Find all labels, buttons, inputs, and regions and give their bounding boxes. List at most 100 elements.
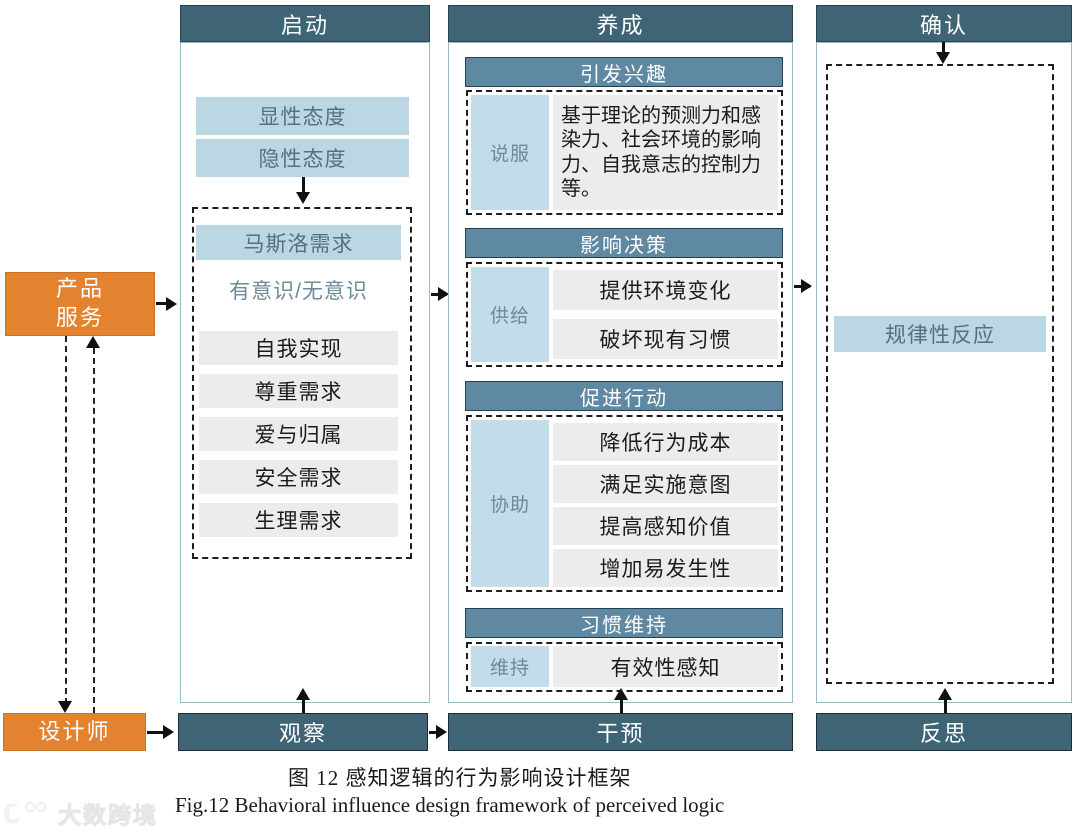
need-item-safety: 安全需求	[199, 460, 398, 494]
attitude-implicit-label: 隐性态度	[258, 148, 347, 171]
section-item-effectiveness-perception: 有效性感知	[553, 646, 778, 687]
section-item-provide-env-change: 提供环境变化	[553, 270, 778, 310]
arrow-fansi-to-queren-head	[938, 688, 952, 700]
need-item-label: 生理需求	[254, 510, 343, 533]
section-label-text: 维持	[489, 658, 530, 679]
column-header-queren: 确认	[816, 5, 1072, 42]
bottom-bar-ganyu-label: 干预	[596, 721, 645, 746]
arrow-ganyu-to-yangcheng-line	[620, 697, 623, 713]
arrow-ganyu-to-yangcheng-head	[614, 688, 628, 700]
section-item-label: 破坏现有习惯	[599, 329, 732, 352]
figure-caption-chinese: 图 12 感知逻辑的行为影响设计框架	[288, 762, 632, 792]
section-item-meet-intention: 满足实施意图	[553, 465, 778, 503]
column-header-qidong: 启动	[180, 5, 430, 42]
section-paragraph-shuofu: 基于理论的预测力和感染力、社会环境的影响力、自我意志的控制力等。	[553, 95, 778, 210]
arrow-product-to-qidong-line	[156, 302, 174, 305]
section-header-yinfa-xingqu: 引发兴趣	[465, 57, 783, 87]
needs-header-maslow-label: 马斯洛需求	[243, 232, 354, 256]
section-item-label: 提供环境变化	[599, 280, 732, 303]
needs-header-maslow: 马斯洛需求	[196, 225, 401, 260]
arrow-guancha-to-qidong-head	[296, 688, 310, 700]
need-item-label: 尊重需求	[254, 381, 343, 404]
section-label-text: 说服	[489, 144, 530, 165]
arrow-queren-header-down-head	[936, 52, 950, 64]
section-item-label: 增加易发生性	[599, 558, 732, 581]
need-item-label: 爱与归属	[254, 424, 343, 447]
arrow-attitude-to-needs-head	[296, 192, 310, 204]
section-item-label: 有效性感知	[610, 656, 721, 680]
bottom-bar-fansi: 反思	[816, 713, 1072, 751]
section-label-gongji: 供给	[471, 267, 549, 362]
connector-designer-to-product	[93, 348, 95, 713]
section-label-xiezhu: 协助	[471, 420, 549, 587]
figure-caption-english-text: Fig.12 Behavioral influence design frame…	[175, 793, 725, 817]
arrow-guancha-to-ganyu-head	[436, 725, 447, 739]
attitude-explicit-label: 显性态度	[258, 106, 347, 129]
section-header-xiguan-weichi: 习惯维持	[465, 608, 783, 638]
section-paragraph-text: 基于理论的预测力和感染力、社会环境的影响力、自我意志的控制力等。	[561, 104, 761, 200]
section-body-yinfa-xingqu	[466, 90, 783, 215]
figure-caption-chinese-text: 图 12 感知逻辑的行为影响设计框架	[288, 766, 632, 790]
section-header-cujin-xingdong: 促进行动	[465, 381, 783, 411]
section-header-yingxiang-juece: 影响决策	[465, 228, 783, 258]
section-label-shuofu: 说服	[471, 95, 549, 210]
section-header-label: 引发兴趣	[580, 63, 668, 86]
actor-product-service-line2: 服务	[55, 305, 104, 330]
queren-result-dashed-border	[826, 64, 1054, 684]
figure-caption-english: Fig.12 Behavioral influence design frame…	[175, 793, 724, 818]
need-item-esteem: 尊重需求	[199, 374, 398, 408]
section-label-weichi: 维持	[471, 646, 549, 687]
watermark-logo-icon	[4, 801, 47, 824]
need-item-label: 自我实现	[254, 338, 343, 361]
need-item-love-belonging: 爱与归属	[199, 417, 398, 451]
arrow-queren-header-down-line	[942, 42, 945, 60]
watermark: 大数跨境	[4, 796, 158, 830]
actor-product-service-line1: 产品	[55, 276, 104, 302]
bottom-bar-guancha: 观察	[178, 713, 428, 751]
arrow-designer-to-guancha-head	[163, 725, 174, 739]
column-header-yangcheng-label: 养成	[596, 12, 645, 38]
section-label-text: 协助	[489, 495, 530, 516]
section-item-label: 降低行为成本	[599, 432, 732, 455]
actor-product-service: 产品 服务	[5, 272, 155, 336]
column-header-queren-label: 确认	[919, 12, 968, 38]
column-header-qidong-label: 启动	[280, 12, 329, 38]
arrow-attitude-to-needs-line	[302, 177, 305, 201]
section-item-raise-perceived-value: 提高感知价值	[553, 507, 778, 545]
section-header-label: 促进行动	[580, 387, 668, 410]
bottom-bar-fansi-label: 反思	[919, 721, 968, 746]
actor-designer-label: 设计师	[38, 718, 111, 744]
column-body-queren	[816, 42, 1072, 703]
section-item-break-habit: 破坏现有习惯	[553, 319, 778, 359]
arrow-yangcheng-to-queren-head	[801, 279, 812, 293]
arrow-guancha-to-ganyu-line	[429, 731, 442, 734]
section-label-text: 供给	[489, 306, 530, 327]
needs-subtitle-consciousness: 有意识/无意识	[196, 272, 401, 307]
result-regular-response: 规律性反应	[834, 316, 1046, 352]
arrow-fansi-to-queren-line	[944, 697, 947, 713]
connector-product-to-designer-arrow	[58, 701, 72, 713]
section-header-label: 影响决策	[580, 234, 668, 257]
bottom-bar-ganyu: 干预	[448, 713, 793, 751]
section-item-increase-occurrence: 增加易发生性	[553, 549, 778, 587]
result-regular-response-label: 规律性反应	[885, 324, 995, 347]
need-item-self-actualization: 自我实现	[199, 331, 398, 365]
section-body-cujin-xingdong	[466, 415, 783, 592]
need-item-label: 安全需求	[254, 467, 343, 490]
arrow-designer-to-guancha-line	[147, 731, 169, 734]
needs-subtitle-label: 有意识/无意识	[229, 279, 368, 303]
arrow-qidong-to-yangcheng-head	[438, 287, 449, 301]
attitude-explicit: 显性态度	[196, 97, 409, 135]
connector-product-to-designer	[65, 336, 67, 704]
column-header-yangcheng: 养成	[448, 5, 793, 42]
section-item-label: 满足实施意图	[599, 474, 732, 497]
arrow-guancha-to-qidong-line	[302, 697, 305, 713]
section-item-label: 提高感知价值	[599, 516, 732, 539]
section-body-yingxiang-juece	[466, 262, 783, 367]
connector-designer-to-product-arrow	[86, 336, 100, 348]
actor-designer: 设计师	[3, 713, 146, 751]
section-header-label: 习惯维持	[580, 614, 668, 637]
section-item-lower-cost: 降低行为成本	[553, 423, 778, 461]
bottom-bar-guancha-label: 观察	[278, 721, 327, 746]
attitude-implicit: 隐性态度	[196, 139, 409, 177]
